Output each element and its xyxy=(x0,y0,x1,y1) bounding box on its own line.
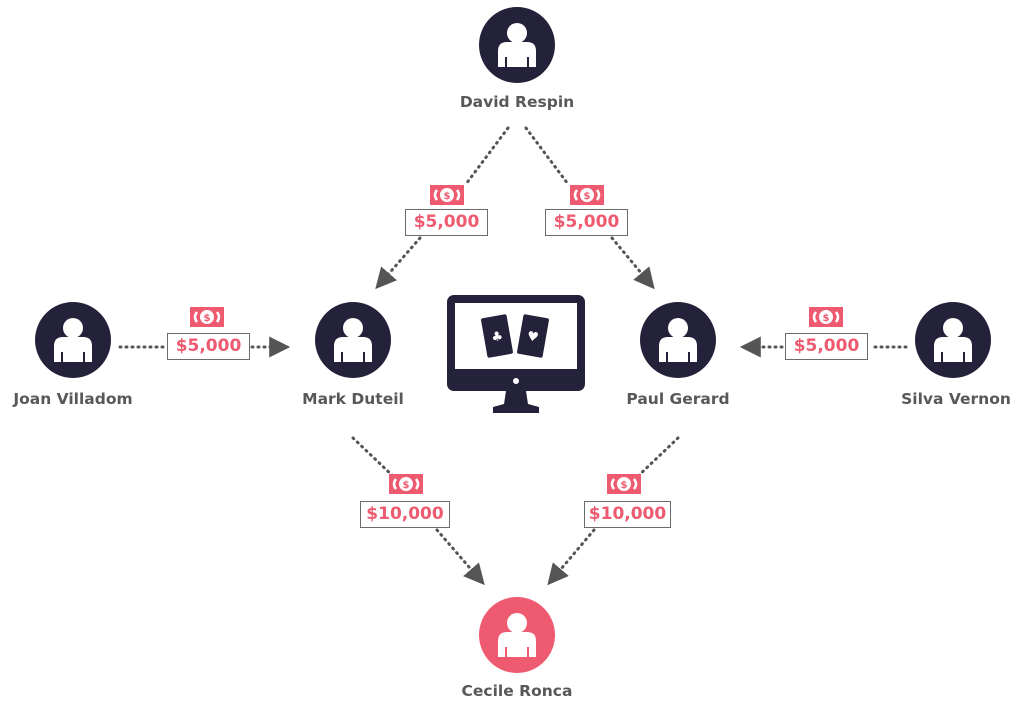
transfer-amount-joan-mark: $5,000 xyxy=(167,333,250,360)
node-joan-villadom[interactable] xyxy=(35,302,111,378)
money-bill-icon xyxy=(807,305,845,329)
connector-david-paul xyxy=(524,126,570,186)
node-label-joan: Joan Villadom xyxy=(13,390,133,408)
svg-text:♥: ♥ xyxy=(526,329,540,346)
transfer-amount-paul-cecile: $10,000 xyxy=(584,501,671,528)
node-label-silva: Silva Vernon xyxy=(901,390,1011,408)
connector-david-paul-2 xyxy=(610,236,655,290)
club-card: ♣ xyxy=(481,314,513,358)
money-bill-icon xyxy=(568,183,606,207)
node-label-paul: Paul Gerard xyxy=(626,390,730,408)
connector-mark-cecile-2 xyxy=(435,528,485,586)
connector-david-mark xyxy=(464,126,510,186)
node-label-mark: Mark Duteil xyxy=(302,390,404,408)
node-mark-duteil[interactable] xyxy=(315,302,391,378)
connector-paul-cecile xyxy=(634,436,680,480)
node-david-respin[interactable] xyxy=(479,7,555,83)
connector-paul-cecile-2 xyxy=(547,528,596,586)
transfer-amount-david-paul: $5,000 xyxy=(545,209,628,236)
connector-mark-cecile xyxy=(351,436,397,480)
node-label-cecile: Cecile Ronca xyxy=(461,682,573,700)
transfer-amount-silva-paul: $5,000 xyxy=(785,333,868,360)
monitor-playing-cards-icon: ♣ ♥ xyxy=(447,295,585,413)
transfer-amount-david-mark: $5,000 xyxy=(405,209,488,236)
heart-card: ♥ xyxy=(517,314,549,358)
money-bill-icon xyxy=(188,305,226,329)
transfer-amount-mark-cecile: $10,000 xyxy=(360,501,450,528)
money-bill-icon xyxy=(428,183,466,207)
money-bill-icon xyxy=(387,472,425,496)
node-paul-gerard[interactable] xyxy=(640,302,716,378)
svg-text:♣: ♣ xyxy=(490,329,504,346)
connector-david-mark-2 xyxy=(375,236,422,290)
node-label-david: David Respin xyxy=(459,93,575,111)
node-silva-vernon[interactable] xyxy=(915,302,991,378)
money-bill-icon xyxy=(605,472,643,496)
node-cecile-ronca[interactable] xyxy=(479,597,555,673)
